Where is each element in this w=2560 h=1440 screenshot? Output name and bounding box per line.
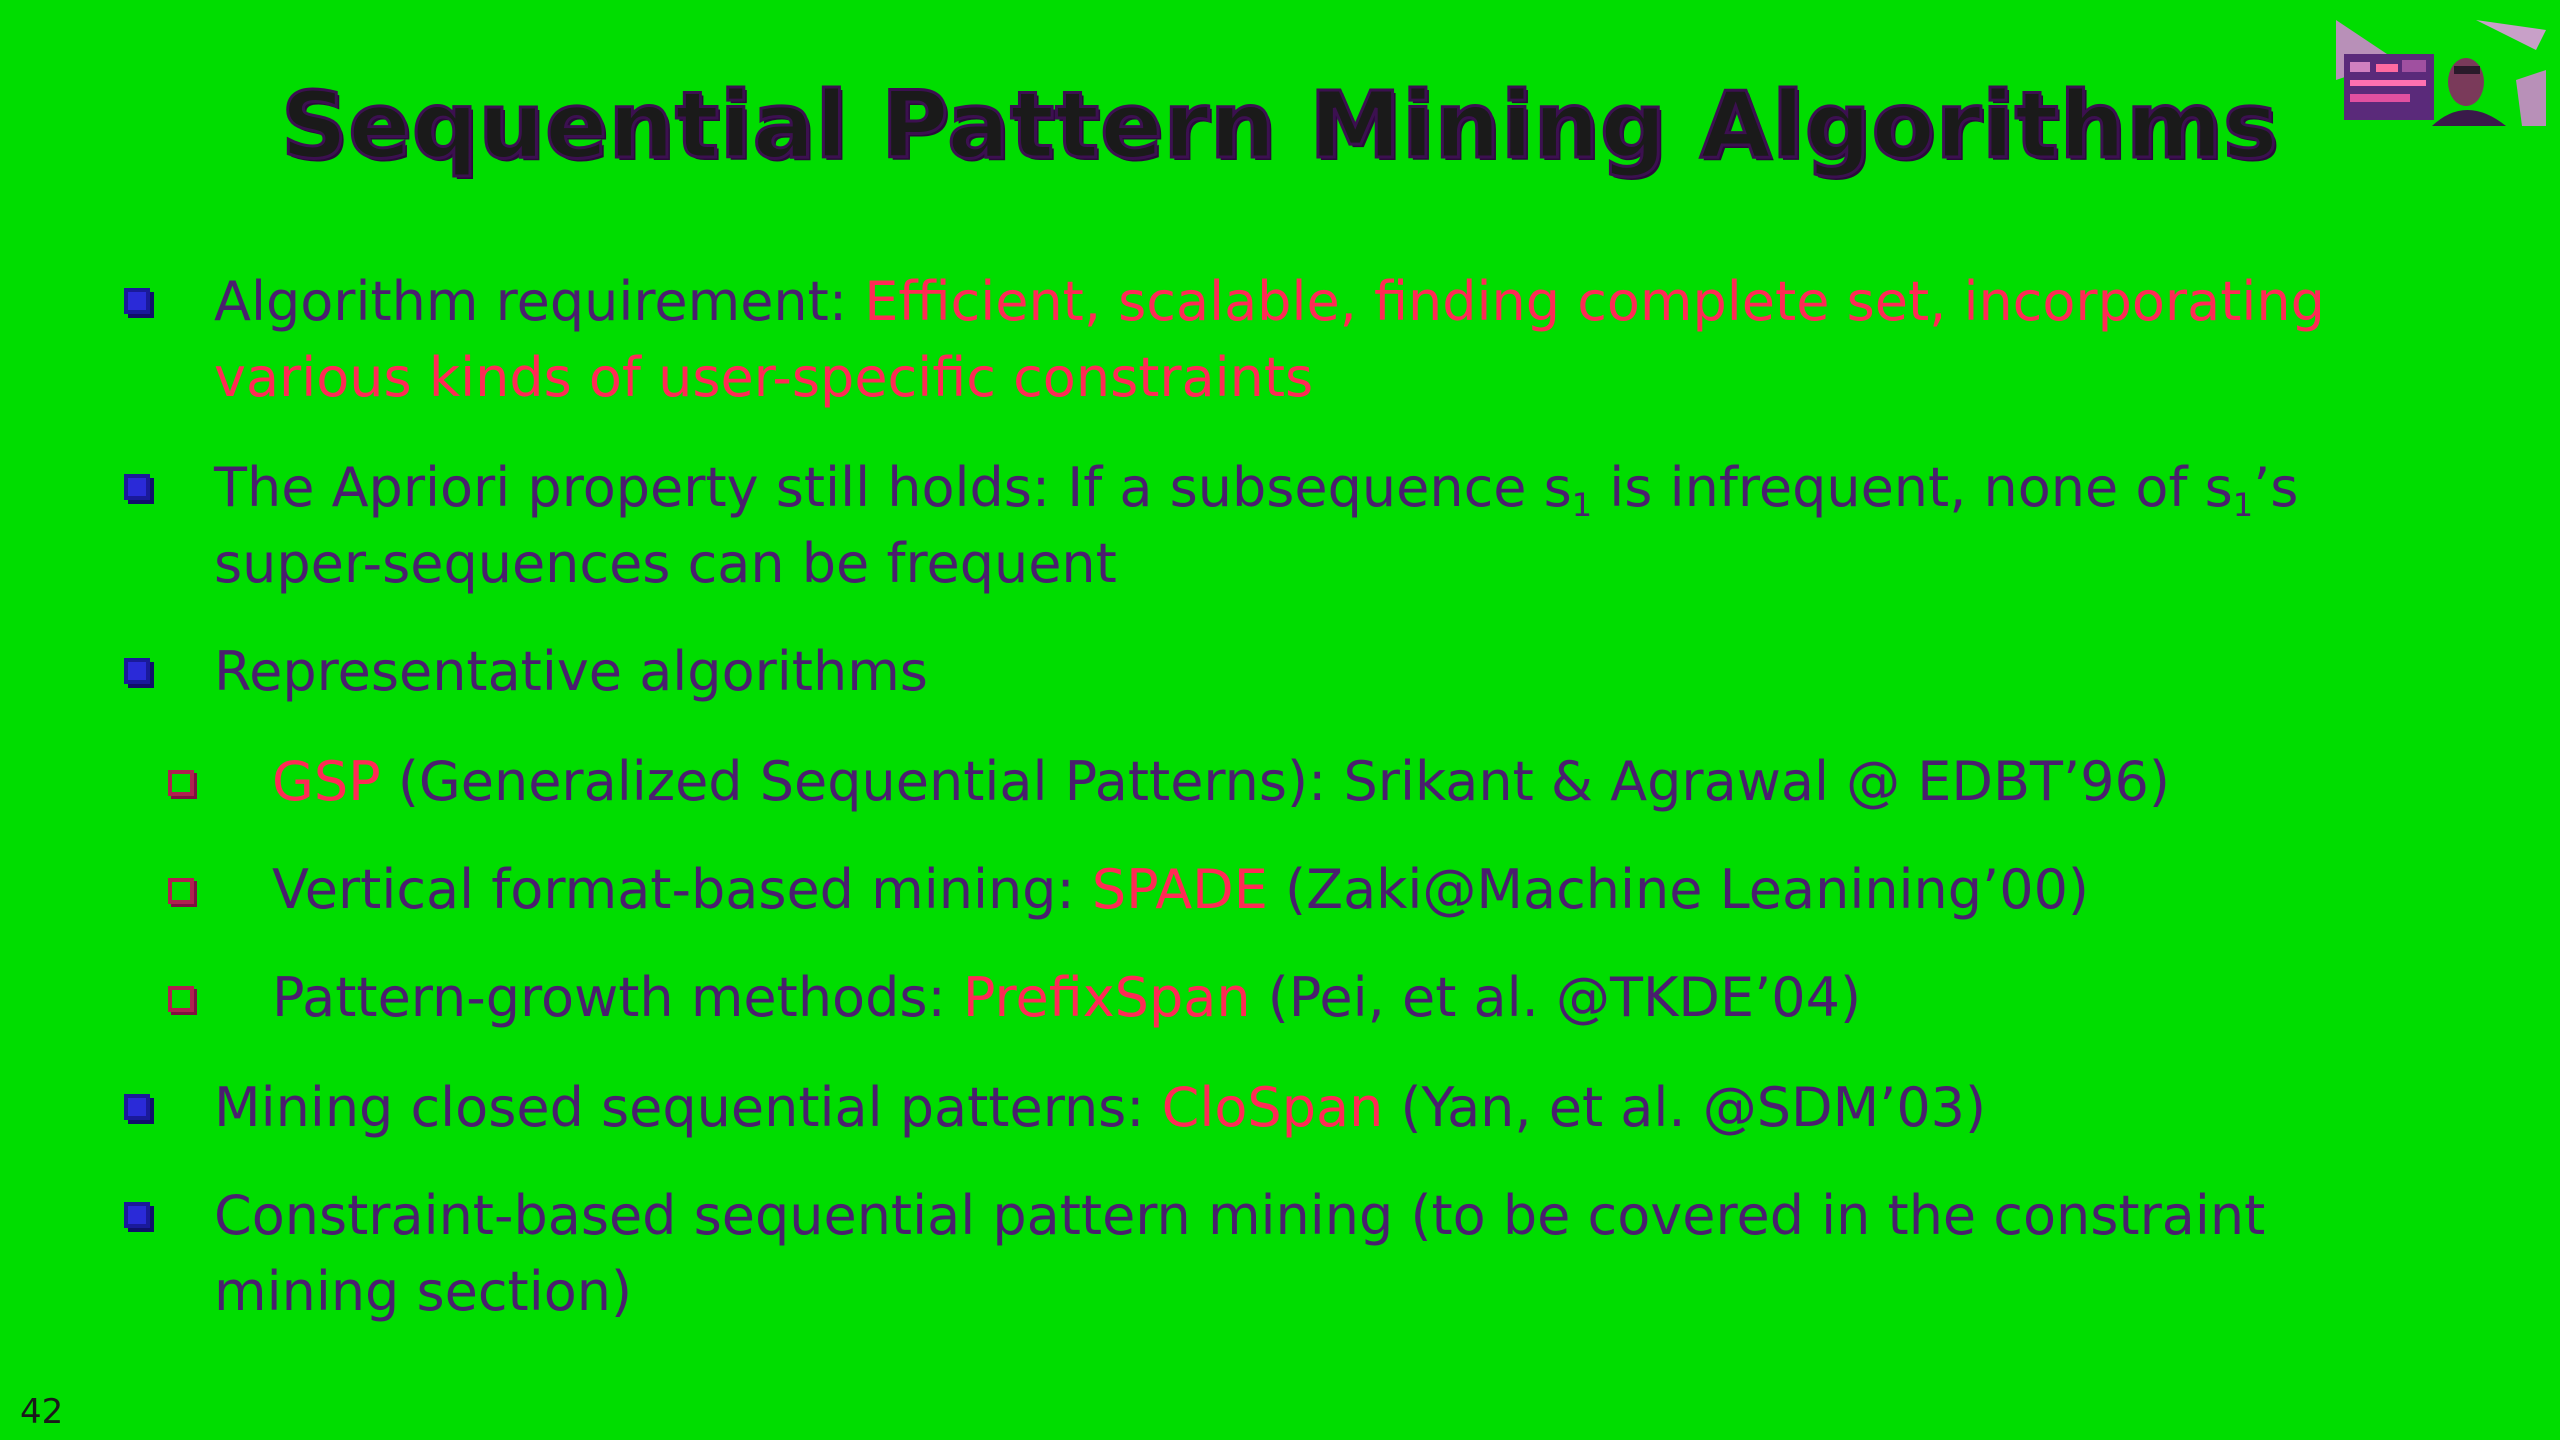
square-bullet-icon	[124, 288, 150, 314]
page-number: 42	[20, 1392, 64, 1432]
bullet-text-continued: mining section)	[214, 1260, 633, 1323]
bullet-text: (Generalized Sequential Patterns): Srika…	[380, 750, 2170, 813]
square-bullet-icon	[124, 474, 150, 500]
bullet-closed-patterns: Mining closed sequential patterns: CloSp…	[214, 1070, 2314, 1146]
sub-bullet-prefixspan: Pattern-growth methods: PrefixSpan (Pei,…	[272, 960, 2372, 1036]
bullet-highlight: SPADE	[1091, 858, 1268, 921]
bullet-text: Algorithm requirement:	[214, 270, 865, 333]
bullet-text: is infrequent, none of s	[1592, 456, 2233, 519]
bullet-text: Pattern-growth methods:	[272, 966, 963, 1029]
sub-bullet-gsp: GSP (Generalized Sequential Patterns): S…	[272, 744, 2372, 820]
hollow-square-bullet-icon	[168, 986, 194, 1012]
hollow-square-bullet-icon	[168, 770, 194, 796]
bullet-apriori-property: The Apriori property still holds: If a s…	[214, 450, 2314, 602]
sub-bullet-spade: Vertical format-based mining: SPADE (Zak…	[272, 852, 2372, 928]
bullet-text: (Zaki@Machine Leanining’00)	[1267, 858, 2089, 921]
bullet-text: (Yan, et al. @SDM’03)	[1383, 1076, 1987, 1139]
bullet-text: ’s	[2253, 456, 2299, 519]
bullet-text: Mining closed sequential patterns:	[214, 1076, 1162, 1139]
presenter-webcam	[2336, 20, 2546, 126]
presenter-video-icon	[2336, 20, 2546, 126]
bullet-text: The Apriori property still holds: If a s…	[214, 456, 1572, 519]
bullet-text: (Pei, et al. @TKDE’04)	[1250, 966, 1862, 1029]
square-bullet-icon	[124, 1094, 150, 1120]
bullet-highlight-continued: various kinds of user-specific constrain…	[214, 346, 1314, 409]
bullet-highlight: GSP	[272, 750, 381, 813]
bullet-highlight: Efficient, scalable, finding complete se…	[864, 270, 2325, 333]
square-bullet-icon	[124, 658, 150, 684]
subscript: 1	[1571, 486, 1593, 524]
hollow-square-bullet-icon	[168, 878, 194, 904]
bullet-text: Vertical format-based mining:	[272, 858, 1092, 921]
bullet-text: Constraint-based sequential pattern mini…	[214, 1184, 2266, 1247]
bullet-list: Algorithm requirement: Efficient, scalab…	[124, 264, 2372, 1330]
square-bullet-icon	[124, 1202, 150, 1228]
bullet-highlight: CloSpan	[1161, 1076, 1384, 1139]
bullet-representative-algorithms: Representative algorithms	[214, 634, 2314, 710]
bullet-text: Representative algorithms	[214, 640, 928, 703]
bullet-text-continued: super-sequences can be frequent	[214, 532, 1117, 595]
bullet-constraint-based: Constraint-based sequential pattern mini…	[214, 1178, 2314, 1330]
bullet-algorithm-requirement: Algorithm requirement: Efficient, scalab…	[214, 264, 2325, 416]
slide-title: Sequential Pattern Mining Algorithms	[280, 71, 2280, 181]
bullet-highlight: PrefixSpan	[962, 966, 1251, 1029]
subscript: 1	[2232, 486, 2254, 524]
